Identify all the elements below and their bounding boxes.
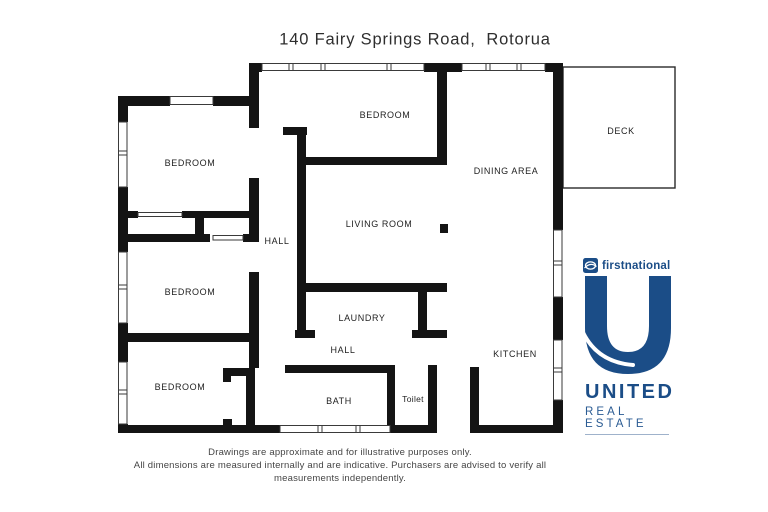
room-label-living-room: LIVING ROOM bbox=[345, 219, 413, 229]
disclaimer-line-3: measurements independently. bbox=[274, 473, 406, 484]
room-label-bedroom-top-left: BEDROOM bbox=[164, 158, 216, 168]
firstnational-wordmark: firstnational bbox=[602, 259, 671, 272]
room-label-bath: BATH bbox=[326, 396, 352, 406]
room-label-kitchen: KITCHEN bbox=[493, 349, 537, 359]
united-u-mark bbox=[579, 276, 679, 379]
room-label-hall-upper: HALL bbox=[264, 236, 290, 246]
disclaimer-line-1: Drawings are approximate and for illustr… bbox=[208, 447, 472, 458]
windows bbox=[118, 63, 563, 433]
room-label-toilet: Toilet bbox=[402, 394, 424, 404]
room-label-laundry: LAUNDRY bbox=[338, 313, 386, 323]
room-label-bedroom-bottom-left: BEDROOM bbox=[154, 382, 206, 392]
firstnational-icon bbox=[583, 258, 598, 273]
walls bbox=[118, 63, 563, 433]
deck-outline bbox=[562, 66, 676, 189]
real-estate-wordmark: REAL ESTATE bbox=[585, 406, 647, 430]
disclaimer: Drawings are approximate and for illustr… bbox=[60, 446, 620, 485]
agency-logo: firstnational UNITED REAL ESTATE bbox=[579, 258, 679, 435]
logo-divider bbox=[585, 434, 669, 435]
disclaimer-line-2: All dimensions are measured internally a… bbox=[133, 460, 547, 471]
room-label-dining-area: DINING AREA bbox=[473, 166, 539, 176]
page-title: 140 Fairy Springs Road, Rotorua bbox=[279, 30, 551, 49]
room-label-hall-lower: HALL bbox=[330, 345, 356, 355]
room-label-bedroom-top-middle: BEDROOM bbox=[359, 110, 411, 120]
room-label-bedroom-middle-left: BEDROOM bbox=[164, 287, 216, 297]
united-wordmark: UNITED bbox=[585, 381, 675, 403]
firstnational-row: firstnational bbox=[583, 258, 679, 273]
room-label-deck: DECK bbox=[607, 126, 635, 136]
u-logo-icon bbox=[579, 276, 671, 374]
